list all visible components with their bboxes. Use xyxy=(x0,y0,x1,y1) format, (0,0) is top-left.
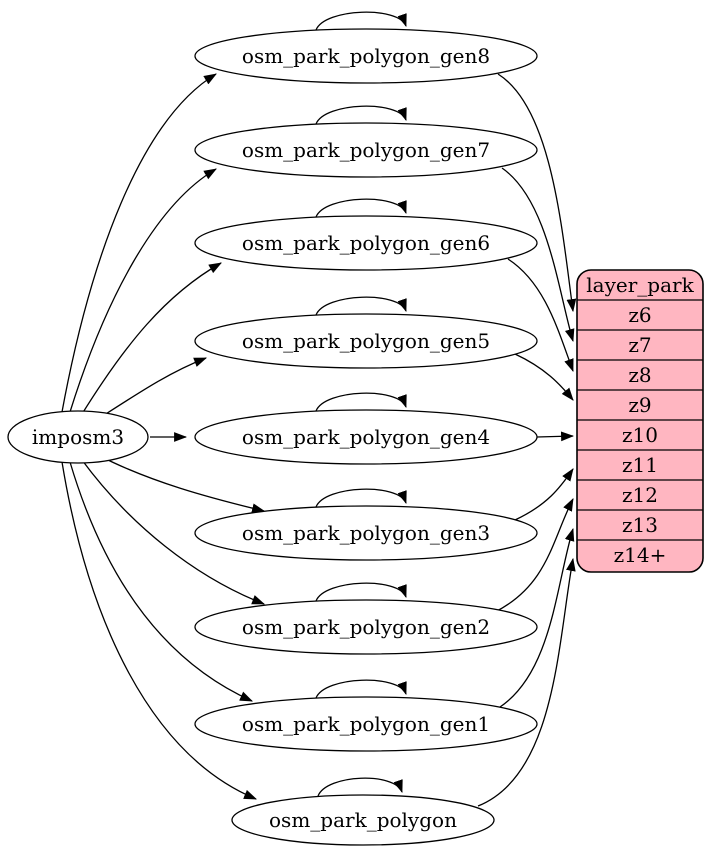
self-loop-osm_park_polygon_gen7 xyxy=(315,105,407,125)
edge-imposm3-osm_park_polygon_gen3 xyxy=(97,454,266,513)
self-loop-edges xyxy=(315,11,407,797)
layer_park-row-z12: z12 xyxy=(622,483,658,507)
edge-imposm3-osm_park_polygon_gen2 xyxy=(81,459,266,605)
edge-osm_park_polygon_gen2-z12 xyxy=(494,498,574,613)
osm_park_polygon_gen5-label: osm_park_polygon_gen5 xyxy=(242,329,490,353)
edge-imposm3-osm_park_polygon_gen8 xyxy=(61,73,217,413)
edge-imposm3-osm_park_polygon_gen6 xyxy=(81,262,222,415)
osm_park_polygon-ellipse xyxy=(231,794,495,846)
edges-from-source xyxy=(61,73,266,800)
osm_park_polygon_gen3-ellipse xyxy=(194,505,538,561)
node-osm_park_polygon_gen8: osm_park_polygon_gen8 xyxy=(194,28,538,84)
self-loop-osm_park_polygon xyxy=(317,777,403,797)
imposm3-label: imposm3 xyxy=(32,425,124,449)
self-loop-osm_park_polygon_gen2 xyxy=(315,582,407,602)
layer_park-row-z7: z7 xyxy=(628,333,651,357)
osm_park_polygon_gen2-label: osm_park_polygon_gen2 xyxy=(242,615,490,639)
layer_park-row-z9: z9 xyxy=(628,393,651,417)
self-loop-osm_park_polygon_gen3 xyxy=(315,488,407,508)
osm_park_polygon_gen7-ellipse xyxy=(194,122,538,178)
osm_park_polygon_gen4-label: osm_park_polygon_gen4 xyxy=(242,425,490,449)
osm_park_polygon-label: osm_park_polygon xyxy=(269,808,457,832)
osm_park_polygon_gen3-label: osm_park_polygon_gen3 xyxy=(242,521,490,545)
layer_park-row-z13: z13 xyxy=(622,513,658,537)
layer_park-row-z6: z6 xyxy=(628,303,651,327)
node-osm_park_polygon_gen2: osm_park_polygon_gen2 xyxy=(194,599,538,655)
imposm3-ellipse xyxy=(7,410,149,464)
edge-osm_park_polygon_gen8-z6 xyxy=(497,73,577,313)
edge-osm_park_polygon_gen4-z10 xyxy=(536,431,575,442)
osm_park_polygon_gen2-ellipse xyxy=(194,599,538,655)
osm_park_polygon_gen4-ellipse xyxy=(194,409,538,465)
node-osm_park_polygon_gen3: osm_park_polygon_gen3 xyxy=(194,505,538,561)
osm_park_polygon_gen6-label: osm_park_polygon_gen6 xyxy=(242,231,490,255)
osm_park_polygon_gen8-ellipse xyxy=(194,28,538,84)
node-osm_park_polygon_gen6: osm_park_polygon_gen6 xyxy=(194,215,538,271)
osm_park_polygon_gen7-label: osm_park_polygon_gen7 xyxy=(242,138,490,162)
layer_park-row-z11: z11 xyxy=(622,453,658,477)
layer_park-box xyxy=(576,269,704,573)
self-loop-osm_park_polygon_gen1 xyxy=(315,679,407,699)
self-loop-osm_park_polygon_gen4 xyxy=(315,392,407,412)
edge-imposm3-osm_park_polygon_gen1 xyxy=(69,461,253,702)
self-loop-osm_park_polygon_gen8 xyxy=(315,11,407,31)
node-osm_park_polygon_gen1: osm_park_polygon_gen1 xyxy=(194,696,538,752)
edge-osm_park_polygon_gen3-z11 xyxy=(514,468,574,521)
edge-osm_park_polygon_gen1-z13 xyxy=(499,527,575,708)
edge-imposm3-osm_park_polygon_gen5 xyxy=(97,357,208,420)
osm_park_polygon_gen1-label: osm_park_polygon_gen1 xyxy=(242,712,490,736)
edge-osm_park_polygon_gen7-z7 xyxy=(501,167,575,343)
edge-imposm3-osm_park_polygon_gen7 xyxy=(69,168,217,413)
node-imposm3: imposm3 xyxy=(7,410,149,464)
node-osm_park_polygon_gen7: osm_park_polygon_gen7 xyxy=(194,122,538,178)
osm_park_polygon_gen1-ellipse xyxy=(194,696,538,752)
edge-osm_park_polygon_gen5-z9 xyxy=(514,353,574,401)
layer_park-row-z14: z14+ xyxy=(614,543,667,567)
layer_park-row-z10: z10 xyxy=(622,423,658,447)
layer_park-row-z8: z8 xyxy=(628,363,651,387)
edge-osm_park_polygon-z14 xyxy=(477,557,576,807)
edge-osm_park_polygon_gen6-z8 xyxy=(507,258,574,373)
node-layer_park: layer_park z6 z7 z8 z9 z10 z11 z12 z13 z… xyxy=(576,269,704,573)
edges-to-layer xyxy=(477,73,577,807)
self-loop-osm_park_polygon_gen6 xyxy=(315,198,407,218)
node-osm_park_polygon: osm_park_polygon xyxy=(231,794,495,846)
node-osm_park_polygon_gen5: osm_park_polygon_gen5 xyxy=(194,313,538,369)
node-osm_park_polygon_gen4: osm_park_polygon_gen4 xyxy=(194,409,538,465)
layer_park-header: layer_park xyxy=(586,273,694,297)
osm_park_polygon_gen6-ellipse xyxy=(194,215,538,271)
edge-imposm3-osm_park_polygon xyxy=(61,461,258,800)
self-loop-osm_park_polygon_gen5 xyxy=(315,296,407,316)
osm_park_polygon_gen5-ellipse xyxy=(194,313,538,369)
osm_park_polygon_gen8-label: osm_park_polygon_gen8 xyxy=(242,44,490,68)
